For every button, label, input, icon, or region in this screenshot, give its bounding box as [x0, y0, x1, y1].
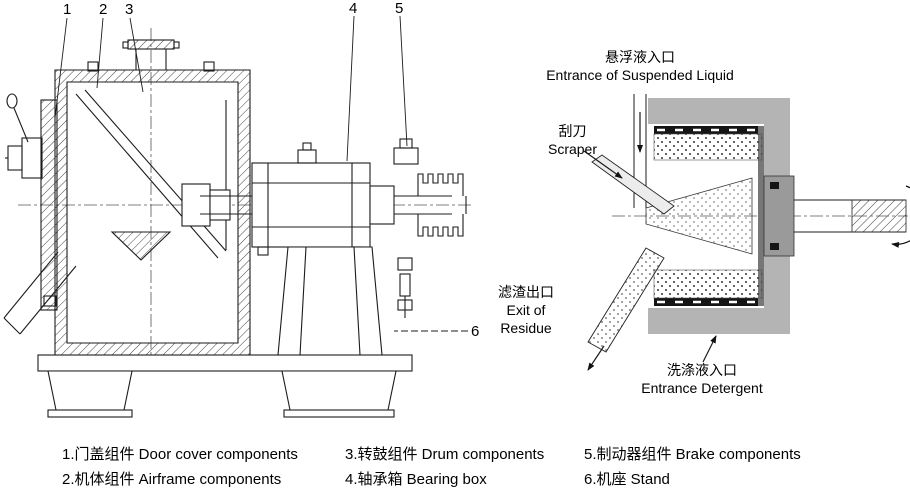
stand-base [37, 246, 413, 418]
drum-section [75, 89, 231, 261]
label-residue-en2: Residue [500, 320, 552, 336]
label-residue-en1: Exit of [506, 302, 546, 318]
callout-1: 1 [63, 1, 72, 18]
callout-5: 5 [395, 0, 404, 17]
label-scraper-zh: 刮刀 [558, 123, 587, 139]
legend-column-2: 3.转鼓组件 Drum components 4.轴承箱 Bearing box [345, 442, 544, 492]
legend-column-3: 5.制动器组件 Brake components 6.机座 Stand [584, 442, 801, 492]
bearing-box [251, 142, 395, 256]
label-suspended-liquid-zh: 悬浮液入口 [605, 49, 675, 65]
left-drawing-centrifuge-section [3, 15, 472, 418]
legend-item-bearing-box: 4.轴承箱 Bearing box [345, 471, 487, 488]
label-detergent-en: Entrance Detergent [641, 380, 763, 396]
scraper-blade [583, 150, 675, 215]
detergent-inlet-arrow [702, 335, 717, 363]
filter-cake [653, 133, 763, 299]
legend-item-stand: 6.机座 Stand [584, 471, 670, 488]
rotation-arrow [891, 185, 910, 248]
legend: 1.门盖组件 Door cover components 2.机体组件 Airf… [0, 440, 910, 493]
right-schematic-process [583, 94, 910, 371]
drum-wall [654, 126, 764, 306]
label-scraper: 刮刀 Scraper [525, 122, 620, 158]
callout-2: 2 [99, 1, 108, 18]
legend-item-brake: 5.制动器组件 Brake components [584, 446, 801, 463]
shaft-and-hub [763, 175, 907, 257]
residue-chute [587, 247, 665, 371]
callout-leader-lines [54, 15, 468, 332]
door-cover [3, 93, 77, 335]
machine-diagram [3, 15, 910, 418]
label-residue-exit: 滤渣出口 Exit of Residue [476, 283, 576, 337]
legend-column-1: 1.门盖组件 Door cover components 2.机体组件 Airf… [62, 442, 298, 492]
label-detergent-zh: 洗涤液入口 [667, 362, 737, 378]
callout-4: 4 [349, 0, 358, 17]
callout-3: 3 [125, 1, 134, 18]
label-suspended-liquid-en: Entrance of Suspended Liquid [546, 67, 734, 83]
label-detergent-entrance: 洗涤液入口 Entrance Detergent [607, 361, 797, 397]
callout-6: 6 [471, 323, 480, 340]
label-scraper-en: Scraper [547, 141, 598, 157]
legend-item-drum: 3.转鼓组件 Drum components [345, 446, 545, 463]
legend-item-airframe: 2.机体组件 Airframe components [62, 471, 282, 488]
label-residue-zh: 滤渣出口 [498, 284, 554, 300]
legend-item-door-cover: 1.门盖组件 Door cover components [62, 446, 298, 463]
label-suspended-liquid-inlet: 悬浮液入口 Entrance of Suspended Liquid [505, 48, 775, 84]
brake-components [393, 138, 464, 318]
